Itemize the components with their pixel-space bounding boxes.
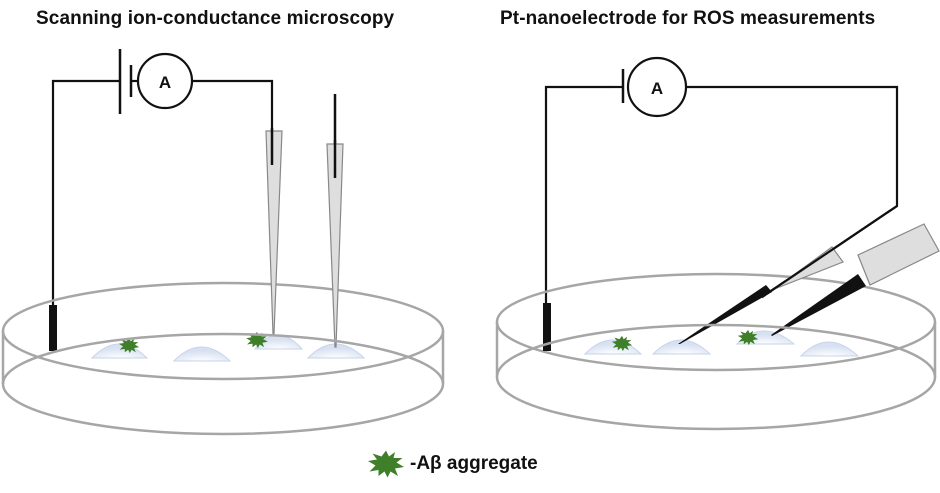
cell bbox=[799, 341, 860, 357]
nanopipette-1 bbox=[265, 128, 283, 335]
ammeter-symbol: A bbox=[159, 73, 171, 92]
reference-electrode bbox=[543, 303, 551, 351]
ammeter-symbol: A bbox=[651, 79, 663, 98]
pt-nanoelectrode-1 bbox=[678, 205, 898, 344]
cell bbox=[583, 339, 643, 355]
petri-dish-bottom bbox=[1, 332, 445, 436]
nanopipette-2 bbox=[326, 94, 344, 348]
petri-dish-bottom bbox=[495, 323, 937, 431]
panel-title-pt-nanoelectrode: Pt-nanoelectrode for ROS measurements bbox=[500, 8, 876, 29]
ammeter-right: A bbox=[626, 56, 688, 118]
pt-nanoelectrode-2 bbox=[771, 223, 940, 336]
cell bbox=[306, 343, 366, 359]
cell bbox=[90, 343, 149, 359]
circuit-wire-left bbox=[51, 79, 274, 325]
reference-electrode bbox=[49, 305, 57, 351]
amyloid-aggregate-icon bbox=[368, 450, 404, 478]
petri-dish-top-rim bbox=[1, 281, 445, 381]
legend: -Aβ aggregate bbox=[368, 449, 538, 479]
legend-label: -Aβ aggregate bbox=[410, 453, 538, 474]
panel-title-scicm: Scanning ion-conductance microscopy bbox=[36, 8, 395, 29]
cell bbox=[172, 346, 232, 362]
right-panel: A bbox=[495, 56, 940, 431]
left-panel: A bbox=[1, 49, 445, 436]
ammeter-left: A bbox=[136, 52, 194, 110]
